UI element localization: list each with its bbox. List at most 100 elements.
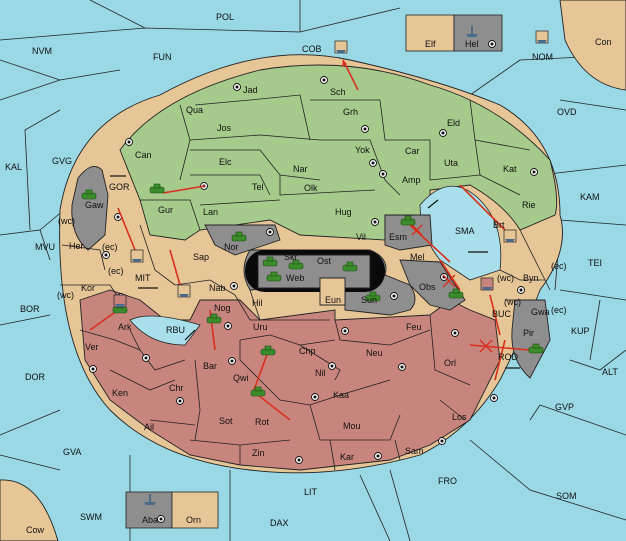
province-gaw[interactable] bbox=[71, 165, 109, 251]
province-eun[interactable] bbox=[319, 277, 346, 306]
coast-label: (ec) bbox=[551, 261, 567, 271]
province-esm[interactable] bbox=[384, 214, 433, 251]
fleet-icon bbox=[130, 249, 144, 263]
supply-center bbox=[176, 397, 184, 405]
supply-center bbox=[398, 363, 406, 371]
province-label: Sch bbox=[330, 87, 346, 97]
green-borders bbox=[140, 94, 531, 231]
strait-markers bbox=[110, 175, 520, 369]
sea-label: NOM bbox=[532, 52, 553, 62]
supply-center bbox=[311, 393, 319, 401]
province-label: Chp bbox=[299, 346, 316, 356]
province-label: Olk bbox=[304, 183, 318, 193]
fleet-icon bbox=[466, 26, 478, 37]
tan-west-borders bbox=[60, 224, 330, 371]
province-label: Elf bbox=[425, 39, 436, 49]
province-label: Ost bbox=[317, 256, 332, 266]
supply-center bbox=[157, 515, 165, 523]
province-label: Bar bbox=[203, 361, 217, 371]
province-label: Yok bbox=[355, 145, 370, 155]
army-icon bbox=[400, 215, 416, 226]
fleet-icon bbox=[480, 277, 494, 291]
army-icon bbox=[365, 291, 381, 302]
move-arrow bbox=[257, 394, 291, 421]
province-label: Los bbox=[452, 412, 467, 422]
province-label: Mel bbox=[410, 252, 425, 262]
province-pir[interactable] bbox=[511, 299, 551, 379]
sea-label: DAX bbox=[270, 518, 289, 528]
coast-label: (wc) bbox=[504, 297, 521, 307]
supply-center bbox=[517, 286, 525, 294]
province-label: Byn bbox=[523, 273, 539, 283]
province-label: Tel bbox=[252, 182, 264, 192]
sea-label: NVM bbox=[32, 46, 52, 56]
province-label: Rie bbox=[522, 200, 536, 210]
supply-center bbox=[488, 40, 496, 48]
supply-center bbox=[530, 168, 538, 176]
sea-label: GOR bbox=[109, 182, 130, 192]
fleet-icon bbox=[113, 294, 127, 308]
province-label: Kor bbox=[81, 283, 95, 293]
region-green bbox=[119, 64, 558, 241]
supply-center bbox=[89, 365, 97, 373]
army-icon bbox=[262, 256, 278, 267]
sea-label: GVG bbox=[52, 156, 72, 166]
province-label: Ail bbox=[144, 422, 154, 432]
fleet-icon bbox=[144, 494, 156, 505]
supply-center bbox=[374, 452, 382, 460]
supply-center bbox=[390, 292, 398, 300]
province-label: Skr bbox=[284, 252, 298, 262]
supply-center bbox=[371, 218, 379, 226]
province-label: Zin bbox=[252, 448, 265, 458]
province-label: Sot bbox=[219, 416, 233, 426]
sea-label: KAM bbox=[580, 192, 600, 202]
supply-center bbox=[439, 129, 447, 137]
sea-label: RBU bbox=[166, 325, 185, 335]
province-label: Sap bbox=[193, 252, 209, 262]
army-icon bbox=[342, 261, 358, 272]
province-label: Vil bbox=[356, 232, 366, 242]
supply-center bbox=[125, 138, 133, 146]
province-label: Nil bbox=[315, 368, 326, 378]
sea-label: BOR bbox=[20, 304, 40, 314]
fleet-icon bbox=[334, 40, 348, 54]
sea-label: GVP bbox=[555, 402, 574, 412]
move-arrow bbox=[494, 339, 506, 381]
province-elf[interactable] bbox=[405, 14, 455, 52]
province-label: Kaa bbox=[333, 390, 349, 400]
province-label: Jos bbox=[217, 123, 232, 133]
army-icon bbox=[260, 345, 276, 356]
province-label: Orl bbox=[444, 358, 456, 368]
sea-label: Con bbox=[595, 37, 612, 47]
sea-label: SOM bbox=[556, 491, 577, 501]
province-label: Nor bbox=[224, 242, 239, 252]
army-icon bbox=[528, 343, 544, 354]
province-obs[interactable] bbox=[399, 259, 466, 311]
cut-marker bbox=[479, 339, 493, 353]
move-arrow bbox=[342, 59, 359, 91]
province-label: Gur bbox=[158, 205, 173, 215]
army-icon bbox=[231, 231, 247, 242]
province-label: Grh bbox=[343, 107, 358, 117]
supply-center bbox=[320, 76, 328, 84]
move-arrow bbox=[469, 344, 531, 351]
move-orders bbox=[89, 59, 531, 421]
province-label: Hel bbox=[465, 39, 479, 49]
sea-label: LIT bbox=[304, 487, 318, 497]
supply-center bbox=[266, 228, 274, 236]
province-orn[interactable] bbox=[171, 491, 219, 529]
sea-label: POL bbox=[216, 12, 234, 22]
province-label: Uta bbox=[444, 158, 458, 168]
army-icon bbox=[266, 271, 282, 282]
supply-center bbox=[233, 83, 241, 91]
province-label: Chr bbox=[169, 383, 184, 393]
supply-center bbox=[295, 456, 303, 464]
sea-label: BUC bbox=[492, 309, 512, 319]
tan-east-borders bbox=[499, 229, 551, 301]
province-label: Nab bbox=[209, 283, 226, 293]
supply-center bbox=[438, 437, 446, 445]
fleet-units bbox=[113, 26, 549, 505]
province-label: Ver bbox=[85, 342, 99, 352]
sea-label: SWM bbox=[80, 512, 102, 522]
